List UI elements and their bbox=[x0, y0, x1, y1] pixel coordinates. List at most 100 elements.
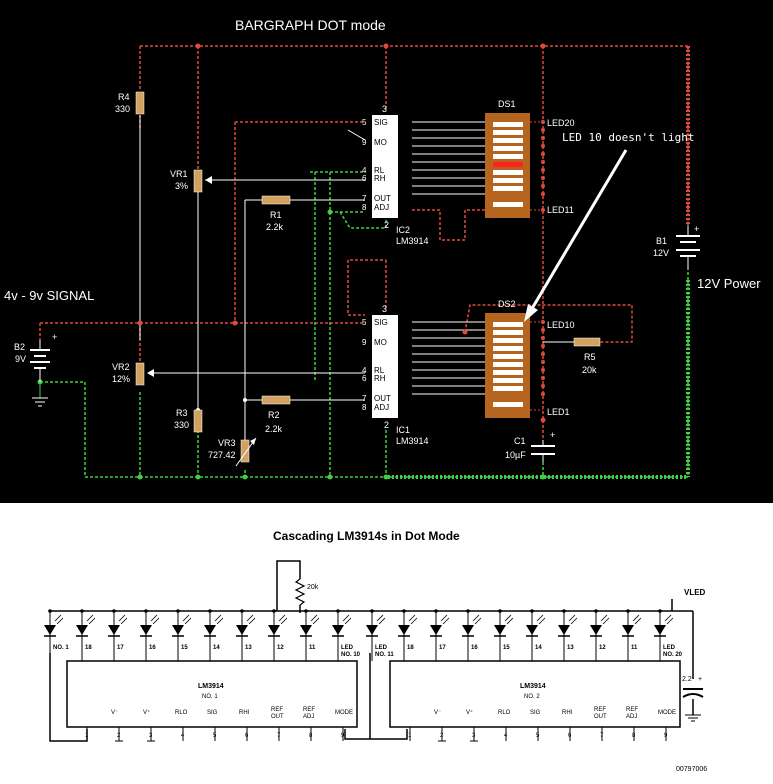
figure-pin-label: ADJ bbox=[626, 714, 637, 720]
ic2-pin-10: 10 bbox=[398, 118, 407, 127]
ic1-pin-label-sig: SIG bbox=[374, 318, 388, 327]
ds1-segs-segment bbox=[493, 170, 523, 175]
svg-text:+: + bbox=[550, 430, 555, 440]
ic1-pin-11: 11 bbox=[398, 326, 407, 335]
ds2-segments bbox=[493, 322, 523, 407]
ds1-segs-segment bbox=[493, 122, 523, 127]
figure-pin-2: 2 bbox=[117, 733, 121, 739]
annotation-arrow bbox=[528, 149, 628, 313]
vr2-name: VR2 bbox=[112, 362, 130, 372]
ds2-name: DS2 bbox=[498, 299, 516, 309]
figure-led-diode bbox=[300, 625, 312, 635]
resistor-r3[interactable]: R3 330 bbox=[174, 408, 203, 433]
figure-pin-3: 3 bbox=[472, 733, 476, 739]
figure-title: Cascading LM3914s in Dot Mode bbox=[273, 529, 460, 543]
figure-pin-label: V⁻ bbox=[434, 710, 441, 716]
figure-led-diode bbox=[108, 625, 120, 635]
ic2-pin-label-rl: RL bbox=[374, 166, 385, 175]
figure-pin-5: 5 bbox=[536, 733, 540, 739]
figure-pin-5: 5 bbox=[213, 733, 217, 739]
ground-junctions bbox=[37, 209, 546, 480]
annotation-led10: LED 10 doesn't light bbox=[562, 131, 694, 144]
vr1-name: VR1 bbox=[170, 169, 188, 179]
figure-led-diode bbox=[204, 625, 216, 635]
figure-pin-label: REF bbox=[626, 707, 638, 713]
figure-pin-label: V⁻ bbox=[111, 710, 118, 716]
ic1-pin-label-rh: RH bbox=[374, 374, 386, 383]
ic1-pin-8: 8 bbox=[362, 403, 367, 412]
figure-ic1-sub: NO. 1 bbox=[202, 694, 218, 700]
ic2-pin-7: 7 bbox=[362, 194, 367, 203]
potentiometer-vr2[interactable]: VR2 12% bbox=[112, 362, 154, 386]
ic2-pin-12: 12 bbox=[398, 134, 407, 143]
ic1-pin-14: 14 bbox=[398, 350, 407, 359]
capacitor-c1[interactable]: + C1 10µF bbox=[505, 430, 555, 462]
figure-pin-label: V⁺ bbox=[466, 709, 473, 716]
ds1-segs-segment bbox=[493, 130, 523, 135]
figure-pin-label: REF bbox=[303, 707, 315, 713]
battery-b1[interactable]: + B1 12V bbox=[653, 224, 700, 270]
ic2-pin-13: 13 bbox=[398, 142, 407, 151]
figure-pin-7: 7 bbox=[600, 733, 604, 739]
svg-text:+: + bbox=[694, 224, 699, 234]
figure-led-diode bbox=[332, 625, 344, 635]
figure-led-label: 15 bbox=[181, 645, 188, 651]
figure-ic2-name: LM3914 bbox=[520, 683, 546, 690]
figure-led-label: 12 bbox=[599, 645, 606, 651]
figure-led-diode bbox=[366, 625, 378, 635]
figure-pin-8: 8 bbox=[309, 733, 313, 739]
figure-pin-7: 7 bbox=[277, 733, 281, 739]
figure-pin-label: RHI bbox=[239, 710, 250, 716]
ic1-pin-1: 1 bbox=[398, 391, 403, 400]
ic2-pin-18: 18 bbox=[398, 182, 407, 191]
c1-value: 10µF bbox=[505, 450, 526, 460]
led-bargraph-ds1[interactable]: DS1 LED20 LED11 bbox=[485, 99, 575, 218]
figure-led-diode bbox=[494, 625, 506, 635]
resistor-r4[interactable]: R4 330 bbox=[115, 91, 145, 115]
wire-junctions bbox=[196, 398, 247, 412]
ds2-segs-segment bbox=[493, 386, 523, 391]
figure-cap-plus: + bbox=[698, 676, 702, 683]
led-bargraph-ds2[interactable]: DS2 LED10 LED1 bbox=[485, 299, 575, 418]
r2-value: 2.2k bbox=[265, 424, 283, 434]
r4-name: R4 bbox=[118, 92, 130, 102]
ds2-segs-segment bbox=[493, 362, 523, 367]
r4-value: 330 bbox=[115, 104, 130, 114]
figure-pin-6: 6 bbox=[568, 733, 572, 739]
resistor-r2[interactable]: R2 2.2k bbox=[261, 395, 291, 434]
resistor-r1[interactable]: R1 2.2k bbox=[261, 195, 291, 232]
r3-name: R3 bbox=[176, 408, 188, 418]
figure-led-diode bbox=[236, 625, 248, 635]
figure-led-label: NO. 11 bbox=[375, 652, 394, 658]
figure-resistor-20k bbox=[294, 578, 306, 606]
ds1-segs-segment bbox=[493, 202, 523, 207]
ds1-segs-segment bbox=[493, 186, 523, 191]
potentiometer-vr1[interactable]: VR1 3% bbox=[170, 169, 212, 193]
ds2-segs-segment bbox=[493, 378, 523, 383]
figure-led-label: 14 bbox=[213, 645, 220, 651]
figure-led-diode bbox=[654, 625, 666, 635]
ic1-pin-5: 5 bbox=[362, 318, 367, 327]
figure-pin-2: 2 bbox=[440, 733, 444, 739]
b1-value: 12V bbox=[653, 248, 669, 258]
figure-led-label: 14 bbox=[535, 645, 542, 651]
datasheet-figure-panel: Cascading LM3914s in Dot Mode 20k VLED 2… bbox=[0, 503, 773, 779]
signal-wires bbox=[139, 115, 485, 440]
ds1-name: DS1 bbox=[498, 99, 516, 109]
figure-led-diode bbox=[44, 625, 56, 635]
svg-text:+: + bbox=[52, 332, 57, 342]
figure-pin-4: 4 bbox=[504, 733, 508, 739]
potentiometer-vr3[interactable]: VR3 727.42 bbox=[208, 437, 257, 467]
battery-b2[interactable]: + B2 9V bbox=[14, 332, 57, 407]
power-junctions bbox=[137, 43, 546, 423]
figure-ic1-name: LM3914 bbox=[198, 683, 224, 690]
resistor-r5[interactable]: R5 20k bbox=[543, 337, 601, 375]
figure-wires bbox=[49, 560, 694, 742]
figure-led-label: LED bbox=[663, 645, 676, 651]
figure-vled: VLED bbox=[684, 588, 706, 597]
